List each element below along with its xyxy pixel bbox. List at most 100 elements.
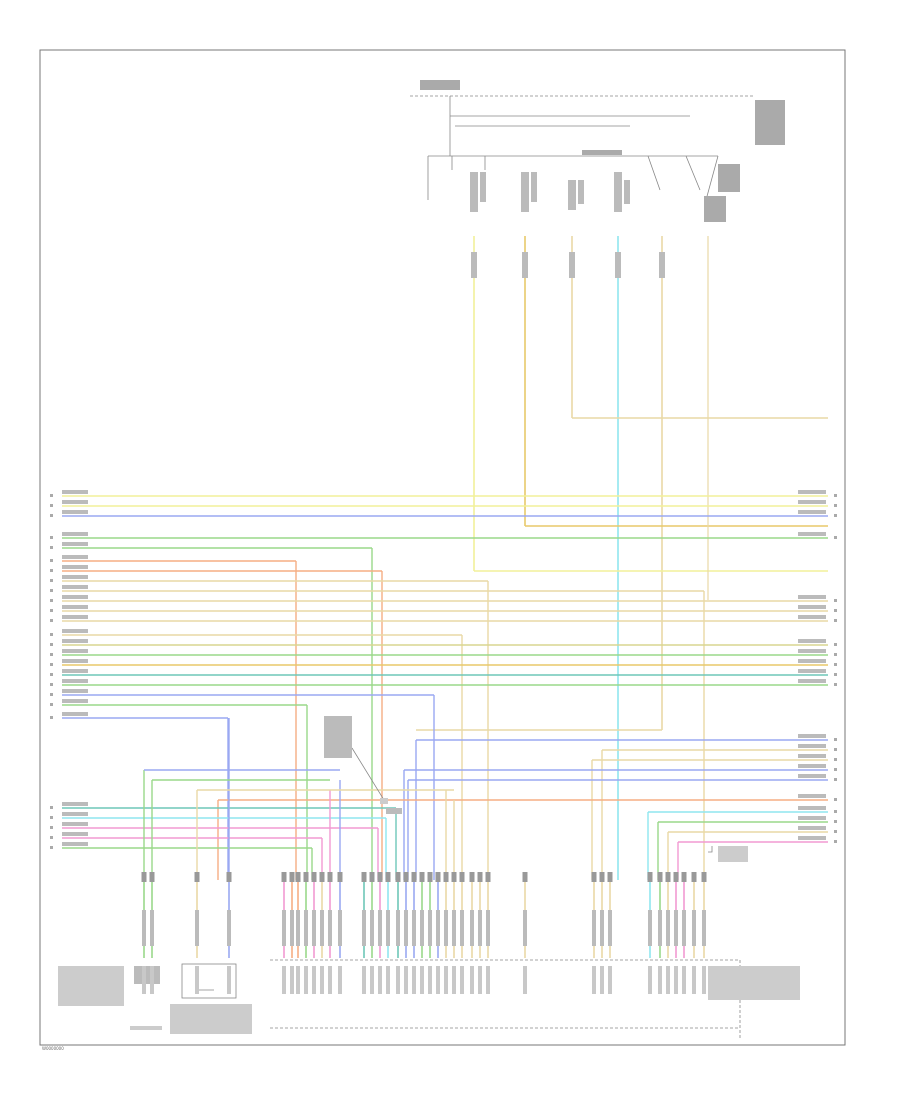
- left-wire-label: [62, 490, 88, 494]
- module-pin-function-label: [648, 966, 652, 994]
- module-pin-terminal: [319, 872, 325, 882]
- top-feed-connector-label: [615, 252, 621, 278]
- module-pin-function-label: [304, 966, 308, 994]
- module-pin-wire-label: [428, 910, 432, 946]
- module-pin-terminal: [459, 872, 465, 882]
- right-pin-number: [834, 673, 837, 676]
- module-pin-terminal: [607, 872, 613, 882]
- top-feed-connector-label: [471, 252, 477, 278]
- left-pin-number: [50, 673, 53, 676]
- module-pin-function-label: [608, 966, 612, 994]
- lower-wire-label: [62, 832, 88, 836]
- left-wire-label: [62, 649, 88, 653]
- module-pin-terminal: [395, 872, 401, 882]
- module-pin-function-label: [386, 966, 390, 994]
- right-wire-label: [798, 816, 826, 820]
- module-pin-wire-label: [420, 910, 424, 946]
- module-pin-terminal: [419, 872, 425, 882]
- left-pin-number: [50, 514, 53, 517]
- module-pin-wire-label: [320, 910, 324, 946]
- diagram-frame: [39, 49, 846, 1046]
- diagram-code: W0000000: [42, 1046, 64, 1051]
- module-pin-function-label: [142, 966, 146, 994]
- right-wire-label: [798, 510, 826, 514]
- module-pin-wire-label: [290, 910, 294, 946]
- module-pin-terminal: [681, 872, 687, 882]
- left-wire-label: [62, 542, 88, 546]
- right-wire-label: [798, 806, 826, 810]
- module-pin-terminal: [361, 872, 367, 882]
- module-pin-terminal: [435, 872, 441, 882]
- module-pin-function-label: [682, 966, 686, 994]
- lower-pin-number: [50, 816, 53, 819]
- right-wire-label: [798, 836, 826, 840]
- right-pin-number: [834, 840, 837, 843]
- module-pin-function-label: [362, 966, 366, 994]
- right-pin-number: [834, 683, 837, 686]
- left-pin-number: [50, 663, 53, 666]
- right-pin-number: [834, 758, 837, 761]
- fuse-block-labels: [420, 80, 785, 222]
- right-wire-label: [798, 605, 826, 609]
- module-pin-wire-label: [600, 910, 604, 946]
- lower-wire-label: [62, 812, 88, 816]
- module-pin-terminal: [477, 872, 483, 882]
- left-pin-number: [50, 716, 53, 719]
- right-wire-label: [798, 764, 826, 768]
- left-pin-number: [50, 633, 53, 636]
- control-module-label: [708, 966, 800, 1000]
- module-pin-wire-label: [444, 910, 448, 946]
- module-pin-function-label: [227, 966, 231, 994]
- module-pin-wire-label: [478, 910, 482, 946]
- left-pin-number: [50, 683, 53, 686]
- module-pin-terminal: [385, 872, 391, 882]
- module-pin-wire-label: [460, 910, 464, 946]
- left-wire-label: [62, 532, 88, 536]
- lower-wire-label: [62, 842, 88, 846]
- module-pin-wire-label: [666, 910, 670, 946]
- module-drop-wires: [143, 718, 455, 880]
- module-pin-terminal: [295, 872, 301, 882]
- right-harness-wires: [217, 739, 828, 880]
- module-pin-wire-label: [674, 910, 678, 946]
- sensor-1-connector: [134, 966, 160, 984]
- module-pin-wire-label: [452, 910, 456, 946]
- lower-pin-number: [50, 836, 53, 839]
- right-wire-label: [798, 500, 826, 504]
- module-pin-wire-label: [702, 910, 706, 946]
- right-wire-label: [798, 794, 826, 798]
- module-pin-terminal: [599, 872, 605, 882]
- ground-symbol: [708, 846, 748, 862]
- right-pin-number: [834, 768, 837, 771]
- right-wire-label: [798, 754, 826, 758]
- module-pin-wire-label: [296, 910, 300, 946]
- left-wire-label: [62, 699, 88, 703]
- module-pin-terminal: [303, 872, 309, 882]
- module-pin-function-label: [523, 966, 527, 994]
- module-pin-function-label: [195, 966, 199, 994]
- right-wire-label: [798, 734, 826, 738]
- top-connector-labels: [470, 172, 630, 212]
- right-edge-pin-labels: [798, 734, 837, 843]
- sensor-2-label: [170, 1004, 252, 1034]
- right-wire-label: [798, 826, 826, 830]
- module-pin-function-label: [452, 966, 456, 994]
- module-pin-terminal: [485, 872, 491, 882]
- right-pin-number: [834, 738, 837, 741]
- left-wire-label: [62, 615, 88, 619]
- module-pin-function-label: [338, 966, 342, 994]
- module-pin-wire-label: [338, 910, 342, 946]
- left-wire-label: [62, 689, 88, 693]
- left-pin-number: [50, 693, 53, 696]
- lower-pin-number: [50, 846, 53, 849]
- right-wire-label: [798, 595, 826, 599]
- right-pin-number: [834, 778, 837, 781]
- module-pin-wire-label: [608, 910, 612, 946]
- module-pin-terminal: [591, 872, 597, 882]
- module-pin-function-label: [328, 966, 332, 994]
- module-pin-terminal: [411, 872, 417, 882]
- module-pin-function-label: [470, 966, 474, 994]
- left-wire-label: [62, 659, 88, 663]
- left-wire-label: [62, 629, 88, 633]
